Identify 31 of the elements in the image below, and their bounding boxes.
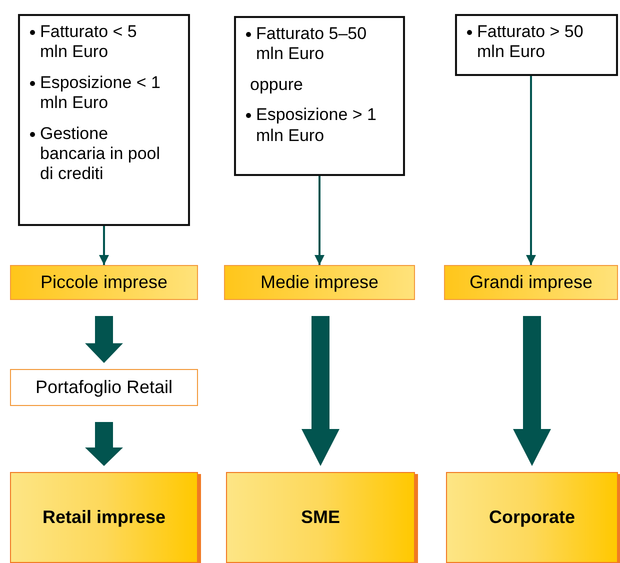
arrow [526,76,536,265]
block-arrow [85,422,123,466]
criteria-box [18,14,190,226]
category-box [226,472,415,563]
bullet-text: Gestione bancaria in pool di crediti [40,124,162,185]
segment-box [10,265,198,300]
node-label: Portafoglio Retail [35,377,173,398]
criteria-box [455,14,618,76]
block-arrow [85,316,123,363]
block-arrow [513,316,551,466]
connector-text: oppure [250,74,303,96]
category-box [446,472,618,563]
node-label: Grandi imprese [469,272,593,293]
bullet-text: Fatturato 5–50 mln Euro [256,24,368,65]
arrow [314,176,324,265]
block-arrow [302,316,340,466]
node-label: Corporate [488,507,575,528]
node-label: Piccole imprese [40,272,168,293]
segment-box [224,265,415,300]
category-box [10,472,198,563]
bullet-text: Fatturato > 50 mln Euro [477,22,584,63]
node-label: Retail imprese [42,507,166,528]
node-label: SME [300,507,340,528]
node-label: Medie imprese [260,272,379,293]
bullet-text: Fatturato < 5 mln Euro [40,22,138,63]
portfolio-box [10,369,198,406]
segment-box [444,265,618,300]
bullet-text: Esposizione < 1 mln Euro [40,72,162,114]
bullet-text: Esposizione > 1 mln Euro [256,105,378,146]
arrow [99,226,109,265]
criteria-box [234,16,405,176]
